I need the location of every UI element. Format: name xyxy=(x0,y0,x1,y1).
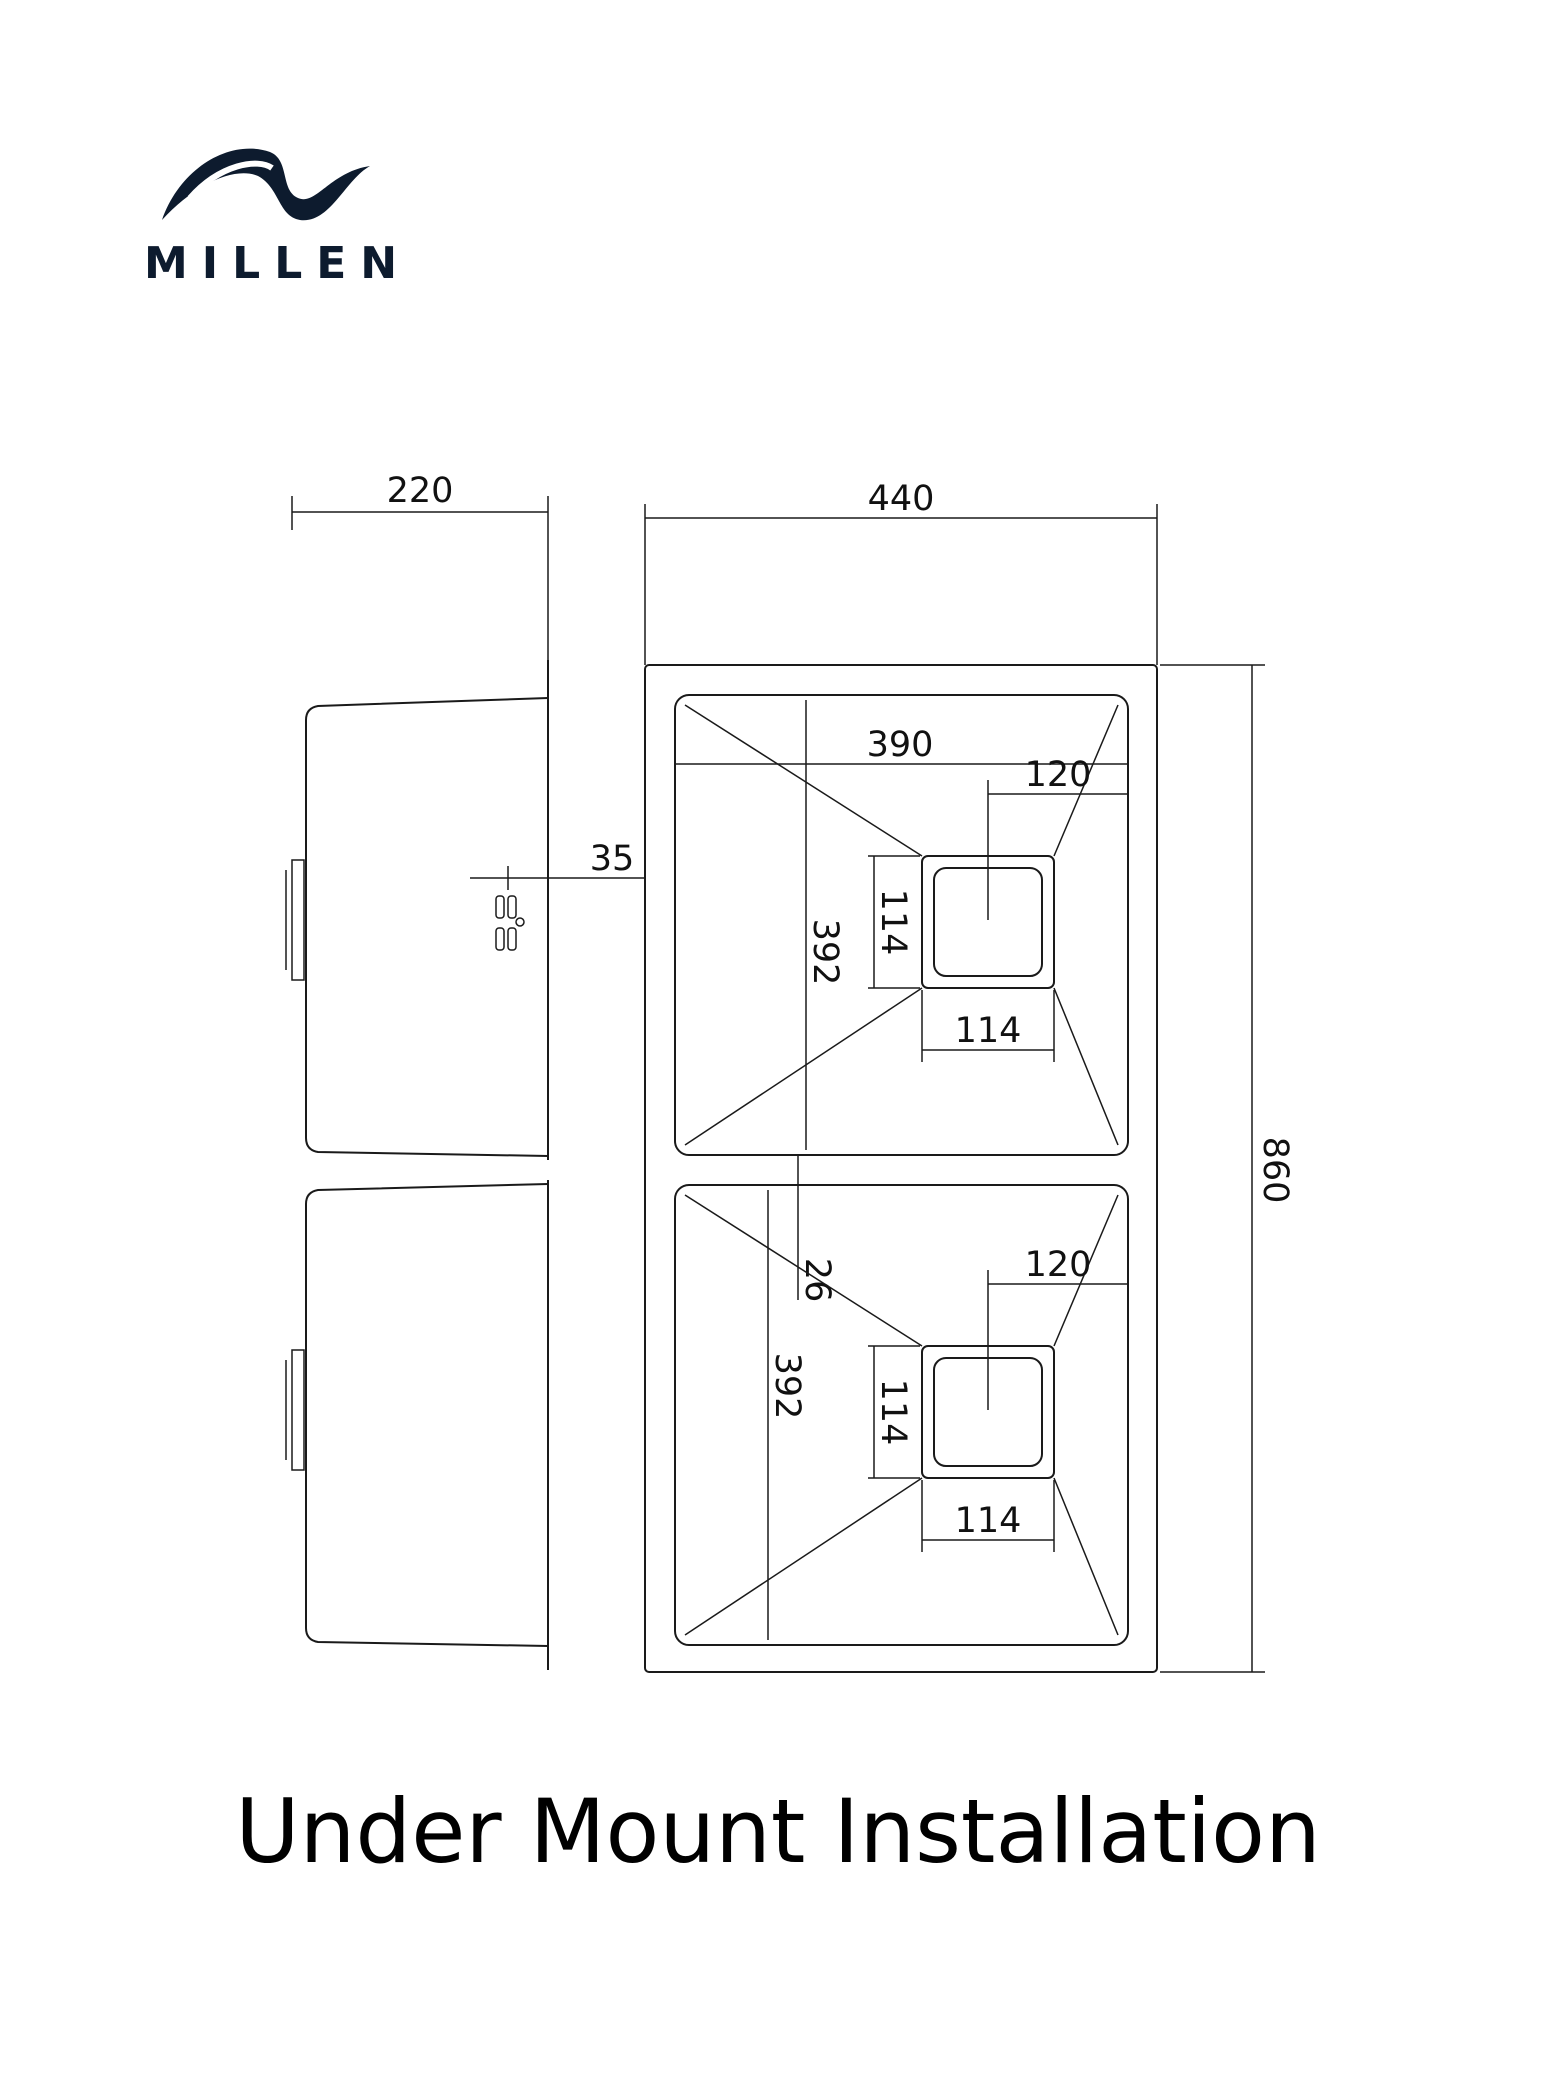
drain-height-top-label: 114 xyxy=(873,889,913,956)
top-width-label: 440 xyxy=(868,479,935,519)
brand-name: MILLEN xyxy=(144,238,412,289)
bowl-width-label: 390 xyxy=(867,725,934,765)
page-title: Under Mount Installation xyxy=(235,1780,1321,1883)
overall-height-label: 860 xyxy=(1255,1137,1295,1204)
bowl-height-top-label: 392 xyxy=(805,919,845,986)
drain-width-top-label: 114 xyxy=(955,1011,1022,1051)
drain-offset-top-label: 120 xyxy=(1025,755,1092,795)
drain-offset-bottom-label: 120 xyxy=(1025,1245,1092,1285)
bowl-height-bottom-label: 392 xyxy=(767,1353,807,1420)
mounting-clip-icon xyxy=(495,895,525,951)
drain-width-bottom-label: 114 xyxy=(955,1501,1022,1541)
side-width-label: 220 xyxy=(387,471,454,511)
divider-gap-label: 26 xyxy=(797,1258,837,1303)
brand-logo: MILLEN xyxy=(140,128,400,289)
top-view: 440 860 390 120 114 114 xyxy=(644,479,1295,1673)
offset-label: 35 xyxy=(590,839,635,879)
side-view: 220 35 xyxy=(285,471,645,1670)
drain-height-bottom-label: 114 xyxy=(873,1379,913,1446)
millen-wave-icon xyxy=(162,148,370,221)
